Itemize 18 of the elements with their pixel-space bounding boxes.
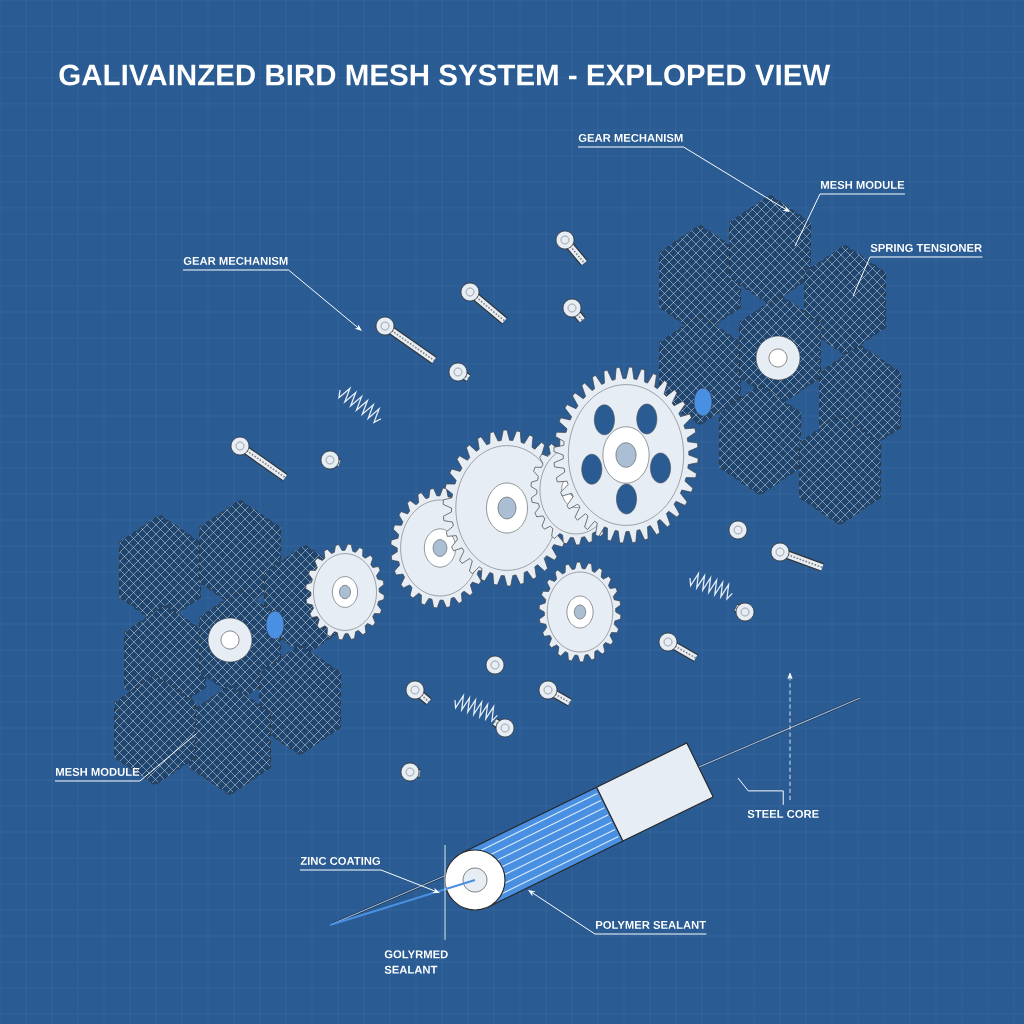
callout-label: STEEL CORE (747, 809, 819, 818)
callout-label: GEAR MECHANISM (183, 256, 288, 265)
callout-label: POLYMER SEALANT (596, 920, 706, 929)
callout-label: MESH MODULE (56, 767, 140, 776)
leader-line (182, 269, 362, 331)
leader-line (577, 146, 790, 212)
leader-line (737, 777, 784, 806)
title: GALIVAINZED BIRD MESH SYSTEM - EXPLOPED VIEW (59, 64, 831, 86)
leader-line (852, 256, 983, 297)
callout-label: ZINC COATING (300, 856, 380, 865)
callout-label: GEAR MECHANISM (578, 133, 683, 142)
leader-line (528, 890, 707, 935)
leader-line (54, 733, 197, 782)
callout-label: SPRING TENSIONER (870, 243, 982, 252)
leader-line (299, 869, 440, 893)
label: GOLYRMED SEALANT (384, 950, 448, 974)
callout-label: MESH MODULE (821, 180, 905, 189)
leader-line (794, 193, 906, 247)
